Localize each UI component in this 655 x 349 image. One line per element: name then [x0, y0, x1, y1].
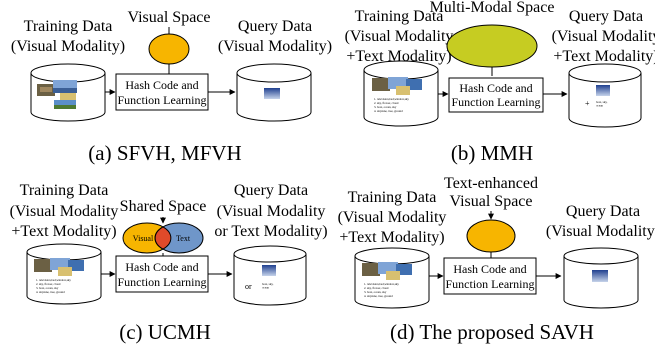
hash-box-line1: Hash Code and	[125, 260, 198, 274]
svg-text:1. television,bed,window,sky: 1. television,bed,window,sky	[374, 97, 409, 102]
query-text: boat, sky,ocean	[262, 282, 274, 290]
svg-text:4. airplane, tree, ground: 4. airplane, tree, ground	[364, 294, 393, 299]
training-modality-label: (Visual Modality	[345, 28, 454, 45]
query-data-label: Query Data	[234, 182, 308, 199]
space-label: Visual Space	[127, 9, 210, 26]
tag-list: 1. television,bed,window,sky 2. sky, flo…	[374, 97, 409, 114]
query-data-label: Query Data	[566, 203, 640, 220]
image-thumbnails	[362, 262, 412, 280]
hash-code-box	[448, 77, 544, 113]
query-modality-label: (Visual Modality)	[546, 223, 655, 240]
svg-text:3. boat, ocean, sky: 3. boat, ocean, sky	[36, 286, 59, 291]
training-cylinder	[30, 63, 106, 122]
image-thumbnails	[372, 77, 422, 95]
overlap-region	[154, 226, 172, 250]
training-cylinder: 1. television,bed,window,sky 2. sky, flo…	[26, 243, 102, 305]
training-modality-label: (Visual Modality)	[11, 38, 125, 55]
training-data-label: Training Data	[348, 189, 437, 206]
text-enhanced-space-ellipse	[466, 219, 516, 253]
query-modality-label-2: or Text Modality)	[214, 223, 327, 240]
query-modality-label: (Visual Modality	[552, 28, 655, 45]
training-data-label: Training Data	[24, 18, 113, 35]
panel-d: Training Data (Visual Modality +Text Mod…	[338, 175, 655, 344]
query-image	[262, 265, 276, 276]
hash-box-line1: Hash Code and	[125, 78, 198, 92]
caption: (d) The proposed SAVH	[390, 320, 594, 344]
hash-box-line2: Function Learning	[446, 277, 535, 291]
space-label-2: Visual Space	[449, 193, 532, 210]
svg-text:3. boat, ocean, sky: 3. boat, ocean, sky	[374, 105, 397, 110]
training-data-label: Training Data	[355, 8, 444, 25]
hash-box-line2: Function Learning	[452, 95, 541, 109]
hash-code-box	[443, 257, 537, 295]
panel-a: Training Data (Visual Modality) Visual S…	[11, 9, 332, 165]
training-modality-label-2: +Text Modality)	[11, 223, 116, 240]
image-thumbnails	[37, 80, 77, 109]
caption: (c) UCMH	[119, 320, 211, 344]
venn-shared-space: Visual Text	[122, 222, 204, 254]
training-modality-label: (Visual Modality	[10, 203, 119, 220]
caption: (b) MMH	[451, 141, 533, 165]
svg-text:1. television,bed,window,sky: 1. television,bed,window,sky	[364, 282, 399, 287]
query-image	[264, 88, 280, 99]
tag-list: 1. television,bed,window,sky 2. sky, flo…	[36, 278, 71, 295]
hash-box-line1: Hash Code and	[453, 262, 526, 276]
training-modality-label: (Visual Modality	[338, 209, 447, 226]
tag-list: 1. television,bed,window,sky 2. sky, flo…	[364, 282, 399, 299]
hash-box-line2: Function Learning	[118, 93, 207, 107]
multi-modal-space-ellipse	[446, 24, 538, 68]
training-cylinder: 1. television,bed,window,sky 2. sky, flo…	[354, 247, 430, 309]
query-image	[596, 85, 610, 96]
panel-c: Training Data (Visual Modality +Text Mod…	[10, 182, 328, 344]
space-label: Shared Space	[120, 198, 207, 215]
svg-text:4. airplane, tree, ground: 4. airplane, tree, ground	[36, 290, 65, 295]
space-label: Text-enhanced	[444, 175, 538, 192]
svg-text:2. sky, flower, cloud: 2. sky, flower, cloud	[364, 286, 389, 291]
svg-text:2. sky, flower, cloud: 2. sky, flower, cloud	[374, 101, 399, 106]
panel-b: Training Data (Visual Modality +Text Mod…	[345, 0, 655, 165]
hash-box-line1: Hash Code and	[459, 81, 532, 95]
training-data-label: Training Data	[20, 182, 109, 199]
hash-code-box	[115, 73, 209, 111]
image-thumbnails	[34, 258, 84, 276]
or-label: or	[245, 282, 252, 291]
query-image	[592, 270, 608, 282]
text-label: Text	[176, 234, 191, 243]
query-text: boat, sky,ocean	[596, 100, 608, 108]
query-cylinder	[563, 247, 639, 309]
visual-label: Visual	[133, 234, 154, 243]
query-modality-label-2: +Text Modality)	[553, 48, 655, 65]
query-cylinder: + boat, sky,ocean	[568, 63, 642, 128]
query-cylinder: or boat, sky,ocean	[233, 245, 307, 306]
training-modality-label-2: +Text Modality)	[339, 229, 444, 246]
training-cylinder: 1. television,bed,window,sky 2. sky, flo…	[363, 60, 439, 127]
svg-text:1. television,bed,window,sky: 1. television,bed,window,sky	[36, 278, 71, 283]
svg-text:3. boat, ocean, sky: 3. boat, ocean, sky	[364, 290, 387, 295]
svg-text:4. airplane, tree, ground: 4. airplane, tree, ground	[374, 109, 403, 114]
query-data-label: Query Data	[569, 8, 643, 25]
visual-space-ellipse	[148, 33, 190, 65]
caption: (a) SFVH, MFVH	[88, 141, 241, 165]
space-label: Multi-Modal Space	[430, 0, 555, 16]
query-modality-label: (Visual Modality	[217, 203, 326, 220]
hash-box-line2: Function Learning	[118, 275, 207, 289]
query-data-label: Query Data	[238, 18, 312, 35]
training-modality-label-2: +Text Modality)	[346, 48, 451, 65]
query-cylinder	[236, 63, 312, 122]
svg-text:2. sky, flower, cloud: 2. sky, flower, cloud	[36, 282, 61, 287]
plus-sign: +	[585, 99, 590, 108]
query-modality-label: (Visual Modality)	[218, 38, 332, 55]
